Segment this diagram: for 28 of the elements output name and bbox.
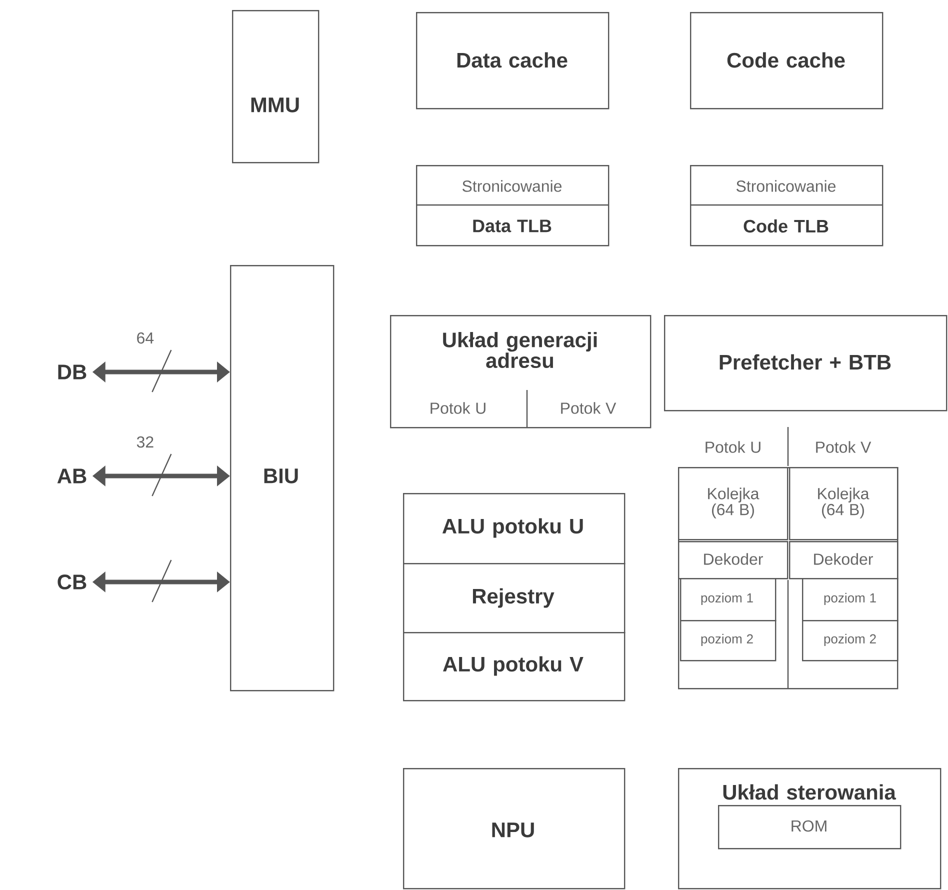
block-box: Prefetcher + BTB <box>664 315 948 412</box>
cell-box: Kolejka (64 B) <box>678 467 788 540</box>
edge-label: 32 <box>135 435 156 449</box>
cell-box: poziom 1 <box>680 578 776 622</box>
block-box: ALU potoku V <box>403 632 626 702</box>
bus-name: CB <box>58 574 86 590</box>
block-box: ALU potoku U <box>403 493 626 564</box>
node-label: Potok U <box>706 441 760 453</box>
cell-box: Dekoder <box>789 541 898 580</box>
edge-label: 64 <box>135 331 156 345</box>
bus-name: AB <box>57 468 86 484</box>
cell-box: poziom 2 <box>802 620 898 662</box>
block-box: Code cache <box>690 12 884 110</box>
cell-box: ROM <box>718 805 902 850</box>
split-box: Stronicowanie Code TLB <box>690 165 884 246</box>
block-box: BIU <box>230 265 334 692</box>
cell-box: Kolejka (64 B) <box>789 467 898 540</box>
cell-box: poziom 1 <box>802 578 898 622</box>
block-box: Rejestry <box>403 563 626 634</box>
block-box: Układ generacji adresu Potok U Potok V <box>390 315 652 428</box>
cell-box: Dekoder <box>678 541 788 580</box>
split-box: Stronicowanie Data TLB <box>416 165 610 246</box>
block-box: MMU <box>232 10 320 164</box>
cell-box: poziom 2 <box>680 620 776 662</box>
bus-name: DB <box>58 364 86 380</box>
block-box: Data cache <box>416 12 610 110</box>
block-box: NPU <box>403 768 626 890</box>
node-label: Potok V <box>816 441 872 453</box>
